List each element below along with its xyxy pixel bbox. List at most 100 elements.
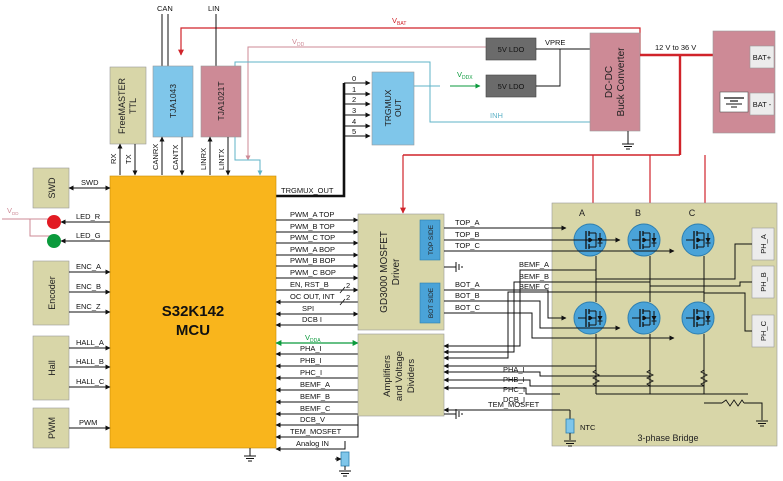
svg-text:PWM_A TOP: PWM_A TOP: [290, 210, 334, 219]
svg-text:SPI: SPI: [302, 304, 314, 313]
vbat-label: VBAT: [392, 16, 406, 27]
svg-text:PHA_I: PHA_I: [503, 365, 525, 374]
svg-text:TEM_MOSFET: TEM_MOSFET: [290, 427, 342, 436]
top-side-label: TOP SIDE: [428, 224, 435, 255]
svg-text:HALL_A: HALL_A: [76, 338, 104, 347]
svg-text:PWM_B TOP: PWM_B TOP: [290, 222, 335, 231]
cantx-label: CANTX: [171, 145, 180, 170]
svg-text:TEM_MOSFET: TEM_MOSFET: [488, 400, 540, 409]
svg-text:HALL_B: HALL_B: [76, 357, 104, 366]
led-r-label: LED_R: [76, 212, 101, 221]
vdd-led-label: VDD: [7, 206, 19, 216]
svg-text:PHB_I: PHB_I: [300, 356, 322, 365]
red-led-icon: [47, 215, 61, 229]
mcu-subtitle: MCU: [176, 322, 210, 339]
vpre-label: VPRE: [545, 38, 565, 47]
phase-b-letter: B: [635, 208, 641, 218]
svg-text:BEMF_A: BEMF_A: [300, 380, 330, 389]
mosfet-bottom-a-icon: [573, 301, 607, 335]
bemf-feedback-signals: BEMF_A BEMF_B BEMF_C PHA_I PHB_I PHC_I D…: [443, 260, 704, 413]
svg-text:BEMF_C: BEMF_C: [519, 282, 550, 291]
tx-label: TX: [124, 154, 133, 164]
canrx-label: CANRX: [151, 144, 160, 170]
svg-text:ENC_B: ENC_B: [76, 282, 101, 291]
ntc-label: NTC: [580, 423, 596, 432]
bridge-title: 3-phase Bridge: [637, 433, 698, 443]
trgmux-block: [371, 71, 415, 146]
vddx-label: VDDX: [457, 70, 473, 81]
trgmux-title: TRGMUXOUT: [383, 89, 403, 126]
pwm-title: PWM: [47, 417, 57, 439]
svg-text:BEMF_B: BEMF_B: [519, 272, 549, 281]
svg-text:2: 2: [352, 95, 356, 104]
tja1043-title: TJA1043: [168, 84, 178, 118]
amplifiers-title: Amplifiersand VoltageDividers: [382, 351, 417, 401]
svg-text:PHA_I: PHA_I: [300, 344, 322, 353]
lin-label: LIN: [208, 4, 220, 13]
ntc-thermistor-icon: [563, 410, 577, 447]
svg-text:ENC_A: ENC_A: [76, 262, 101, 271]
trgmux-out-label: TRGMUX_OUT: [281, 186, 334, 195]
svg-text:Analog IN: Analog IN: [296, 439, 329, 448]
svg-text:PWM_B BOP: PWM_B BOP: [290, 256, 335, 265]
swd-title: SWD: [47, 177, 57, 198]
bat-minus-terminal: [749, 92, 775, 116]
battery-symbol-icon: [719, 91, 749, 113]
svg-text:0: 0: [352, 74, 356, 83]
top-side-block: [419, 219, 441, 261]
svg-text:BOT_A: BOT_A: [455, 280, 480, 289]
hall-block: [32, 335, 70, 401]
svg-text:TOP_C: TOP_C: [455, 241, 480, 250]
svg-text:PWM_C TOP: PWM_C TOP: [290, 233, 335, 242]
svg-text:3: 3: [352, 106, 356, 115]
svg-text:HALL_C: HALL_C: [76, 377, 105, 386]
phase-c-letter: C: [689, 208, 696, 218]
freemaster-title: FreeMASTERTTL: [117, 77, 138, 134]
svg-text:DCB_I: DCB_I: [503, 395, 525, 404]
ph-a-label: PH_A: [759, 234, 768, 254]
svg-text:1: 1: [352, 85, 356, 94]
linrx-label: LINRX: [199, 148, 208, 170]
rx-label: RX: [109, 154, 118, 164]
led-g-label: LED_G: [76, 231, 101, 240]
svg-text:BEMF_C: BEMF_C: [300, 404, 331, 413]
freemaster-block: [109, 66, 147, 145]
ldo-bottom-label: 5V LDO: [498, 82, 525, 91]
ph-b-label: PH_B: [759, 272, 768, 292]
pwm-signal-label: PWM: [79, 418, 97, 427]
green-led-icon: [47, 234, 61, 248]
tja1021-block: [200, 65, 242, 138]
inh-label: INH: [490, 111, 503, 120]
encoder-title: Encoder: [47, 276, 57, 310]
svg-text:PHB_I: PHB_I: [503, 375, 525, 384]
svg-text:4: 4: [352, 117, 356, 126]
supply-range-label: 12 V to 36 V: [655, 43, 696, 52]
bot-side-block: [419, 282, 441, 324]
dcdc-title: DC-DCBuck Converter: [604, 47, 627, 117]
svg-text:TOP_A: TOP_A: [455, 218, 479, 227]
svg-text:EN, RST_B: EN, RST_B: [290, 280, 329, 289]
bat-plus-label: BAT+: [753, 53, 772, 62]
encoder-block: [32, 260, 70, 326]
driver-to-bridge-signals: TOP_A TOP_B TOP_C BOT_A BOT_B BOT_C: [444, 218, 675, 341]
swd-block: [32, 167, 70, 209]
can-label: CAN: [157, 4, 173, 13]
svg-text:ENC_Z: ENC_Z: [76, 302, 101, 311]
vdda-mid-label: VDDA: [305, 333, 321, 344]
mcu-title: S32K142: [162, 303, 225, 320]
svg-text:PWM_C BOP: PWM_C BOP: [290, 268, 336, 277]
tja1021-title: TJA1021T: [216, 81, 226, 120]
svg-text:2: 2: [346, 281, 350, 290]
swd-signal-label: SWD: [81, 178, 99, 187]
dcdc-block: [589, 32, 641, 132]
pwm-block: [32, 407, 70, 449]
mosfet-bottom-row: [573, 301, 715, 335]
tja1043-block: [152, 65, 194, 138]
svg-text:PHC_I: PHC_I: [503, 385, 525, 394]
svg-text:BEMF_B: BEMF_B: [300, 392, 330, 401]
mcu-to-driver-signals: 2 2 PWM_A TOP PWM_B TOP PWM_C TOP PWM_A …: [275, 210, 359, 328]
amp-to-mcu-signals: PHA_I PHB_I PHC_I BEMF_A BEMF_B BEMF_C D…: [275, 344, 359, 452]
svg-text:DCB I: DCB I: [302, 315, 322, 324]
potentiometer-icon: [330, 441, 352, 477]
